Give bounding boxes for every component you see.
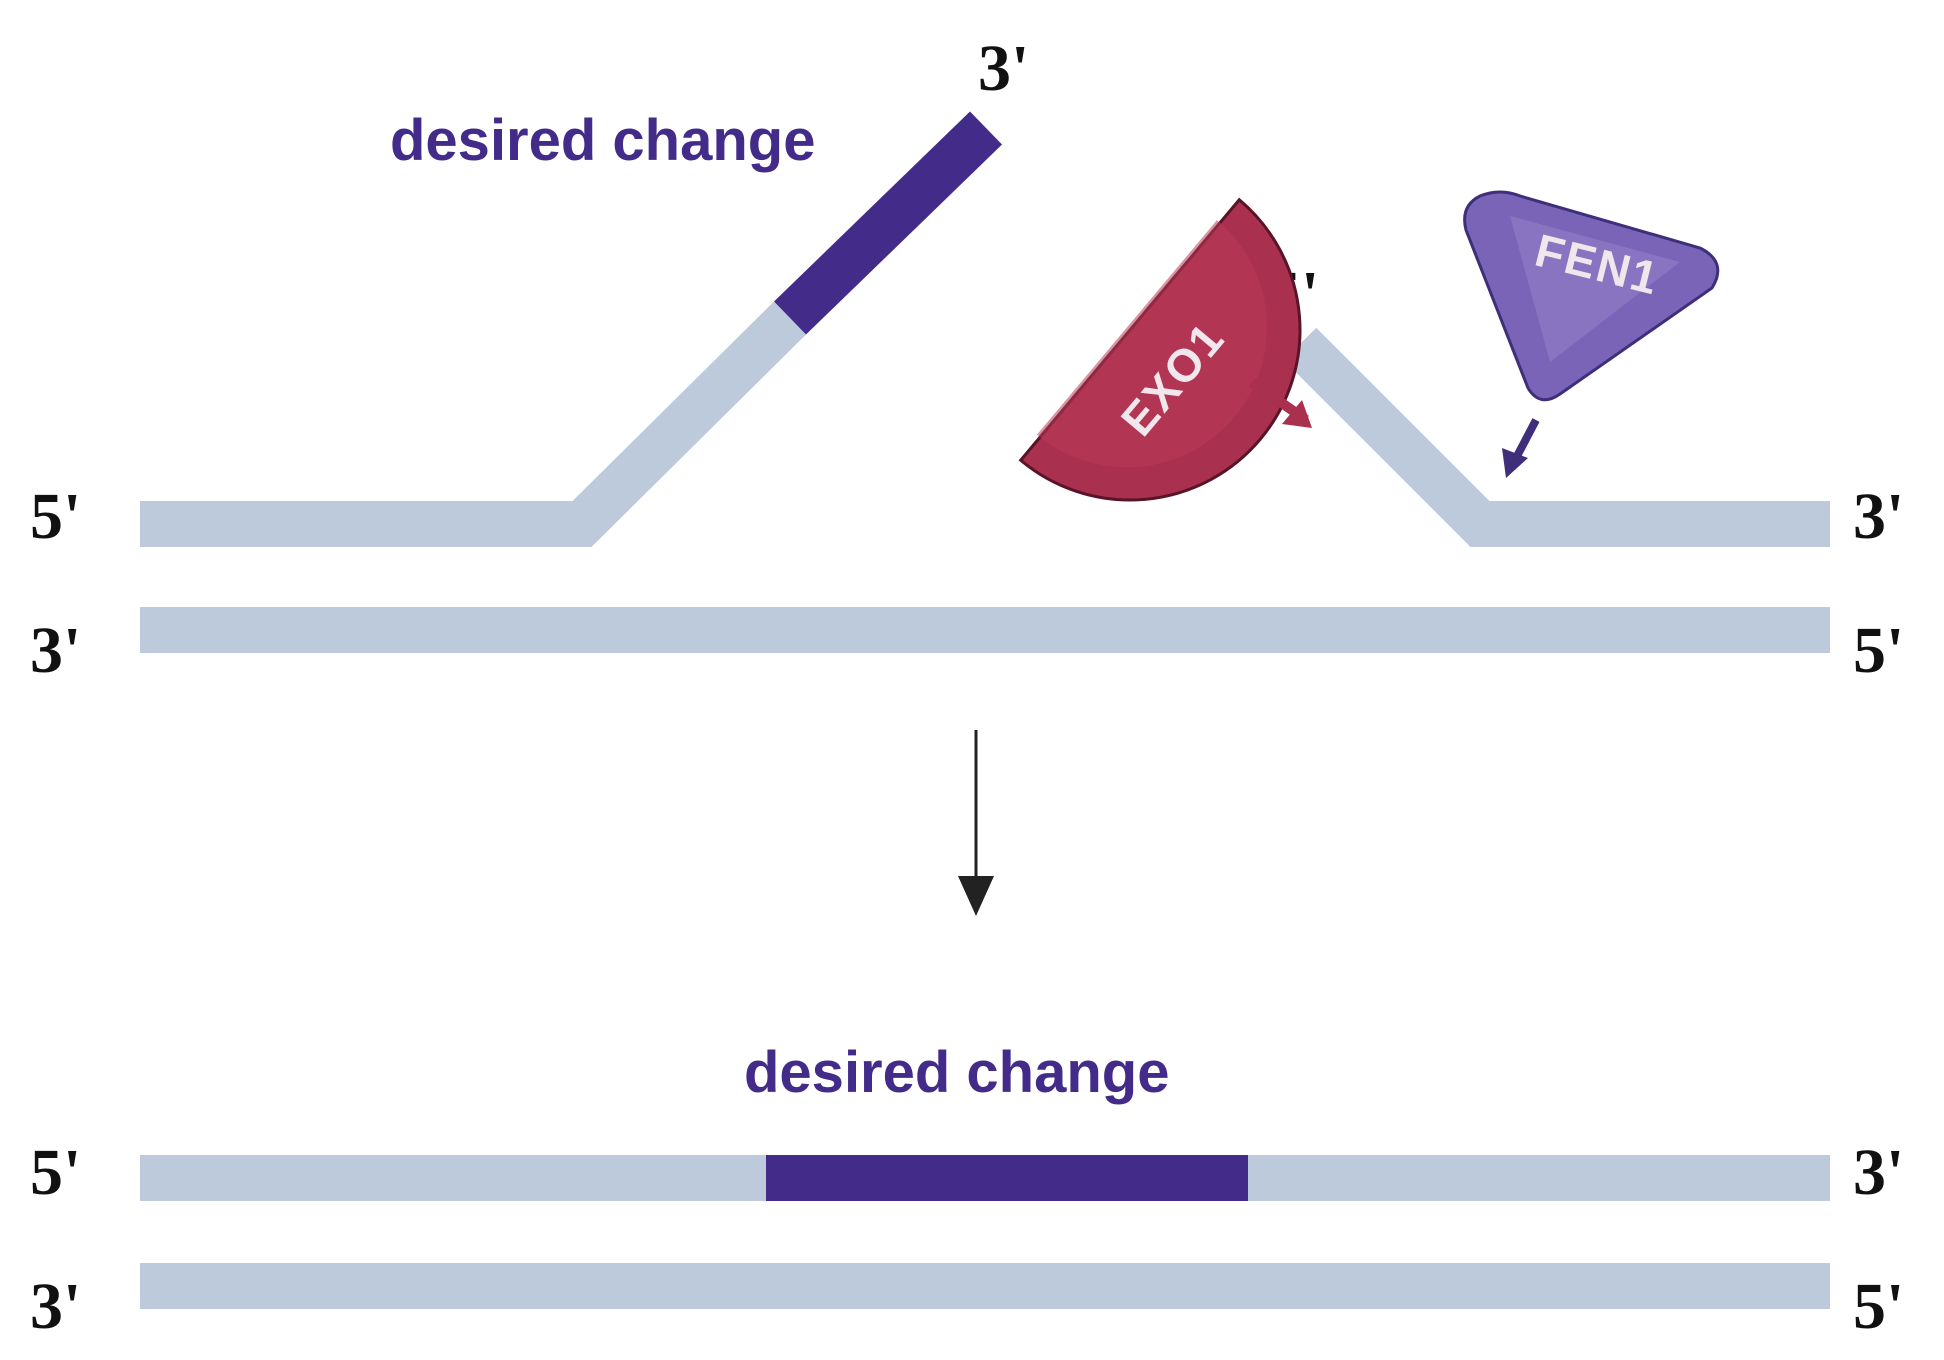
bottom-panel-bottom-left-label: 3'	[30, 1270, 81, 1343]
bottom-strand-left-label: 3'	[30, 614, 81, 687]
down-arrow-icon	[958, 730, 994, 916]
exo1-enzyme-icon: EXO1	[1018, 197, 1302, 502]
fen1-arrowhead	[1502, 448, 1528, 478]
bottom-panel: desired change 5' 3' 3' 5'	[30, 1040, 1904, 1343]
top-panel: 5' 3' 3' 5' 3' 5' desired change EXO1 FE…	[30, 32, 1904, 687]
bottom-strand-right-label: 5'	[1853, 614, 1904, 687]
top-strand-right-label: 3'	[1853, 480, 1904, 553]
bottom-panel-bottom-right-label: 5'	[1853, 1270, 1904, 1343]
bottom-panel-top-left-label: 5'	[30, 1136, 81, 1209]
top-strand-right-with-cleaved-flap	[1283, 327, 1830, 547]
exo1-arrowhead	[1282, 400, 1312, 428]
fen1-direction-arrow-icon	[1511, 418, 1540, 462]
desired-change-label-bottom: desired change	[744, 1040, 1169, 1105]
desired-change-label-top: desired change	[390, 108, 815, 173]
flap-3prime-label: 3'	[978, 32, 1029, 105]
fen1-enzyme-icon: FEN1	[1463, 190, 1720, 402]
bottom-panel-top-right-label: 3'	[1853, 1136, 1904, 1209]
top-strand-left-label: 5'	[30, 480, 81, 553]
top-strand-left-with-flap	[140, 301, 807, 547]
bottom-panel-desired-change-segment	[766, 1155, 1248, 1201]
flap-desired-change-segment	[773, 111, 1003, 335]
